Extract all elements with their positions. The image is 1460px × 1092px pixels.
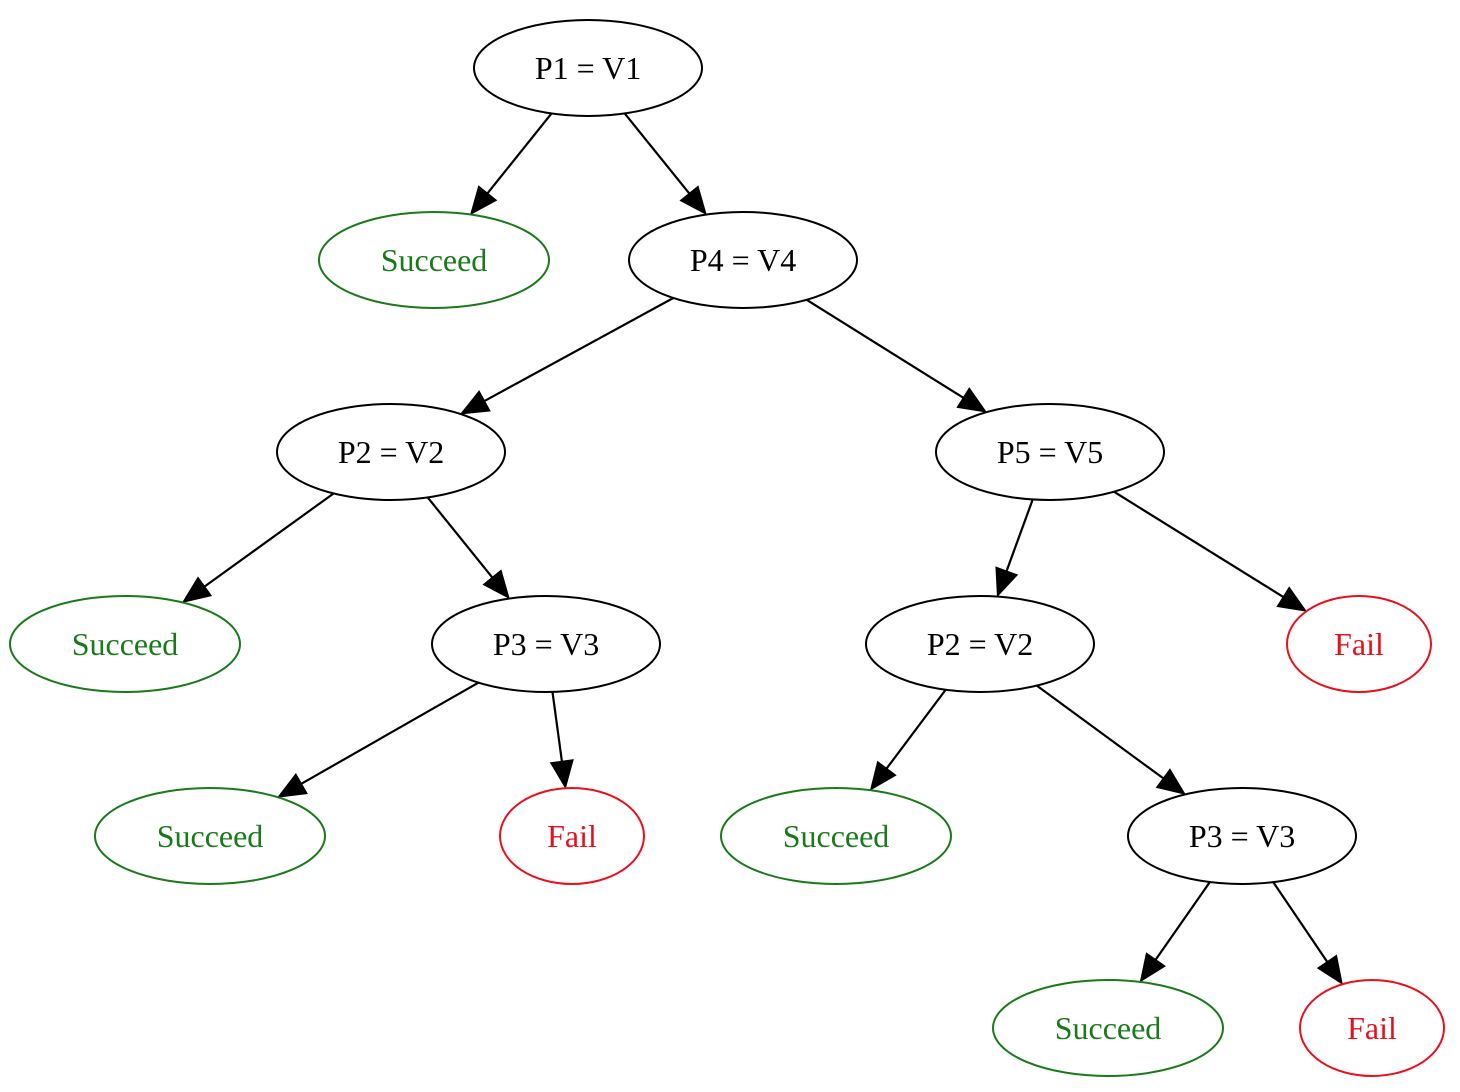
node-decision: P3 = V3 — [1127, 787, 1357, 885]
edge-line — [486, 112, 553, 195]
node-ellipse — [276, 403, 506, 501]
node-decision: P5 = V5 — [935, 403, 1165, 501]
edge-n7-n10 — [277, 681, 479, 798]
node-ellipse — [1286, 595, 1432, 693]
edge-line — [1113, 490, 1284, 598]
edge-line — [885, 689, 947, 770]
edge-n3-n5 — [806, 298, 988, 413]
node-succeed: Succeed — [720, 787, 952, 885]
node-label: P2 = V2 — [338, 434, 444, 470]
node-ellipse — [992, 979, 1224, 1077]
edge-line — [1154, 881, 1211, 961]
node-succeed: Succeed — [992, 979, 1224, 1077]
arrowhead-icon — [679, 185, 707, 216]
edge-n13-n15 — [1272, 881, 1343, 986]
edge-line — [623, 112, 691, 195]
edge-line — [1005, 499, 1034, 572]
arrowhead-icon — [869, 760, 897, 791]
edge-line — [551, 691, 563, 762]
arrowhead-icon — [469, 185, 498, 216]
edge-n13-n14 — [1139, 881, 1211, 983]
node-decision: P2 = V2 — [276, 403, 506, 501]
node-label: P3 = V3 — [1189, 818, 1295, 854]
node-succeed: Succeed — [94, 787, 326, 885]
node-ellipse — [431, 595, 661, 693]
node-label: Succeed — [381, 242, 488, 278]
node-ellipse — [473, 19, 703, 117]
node-ellipse — [318, 211, 550, 309]
node-fail: Fail — [499, 787, 645, 885]
edge-line — [806, 298, 965, 399]
arrowhead-icon — [549, 759, 574, 790]
node-decision: P4 = V4 — [628, 211, 858, 309]
edge-n7-n11 — [549, 691, 574, 790]
node-succeed: Succeed — [318, 211, 550, 309]
node-label: P4 = V4 — [690, 242, 796, 278]
node-ellipse — [499, 787, 645, 885]
edges-layer — [181, 112, 1343, 986]
node-label: Succeed — [783, 818, 890, 854]
node-label: Fail — [1334, 626, 1384, 662]
arrowhead-icon — [995, 566, 1019, 598]
edge-n3-n4 — [459, 297, 674, 415]
node-ellipse — [935, 403, 1165, 501]
arrowhead-icon — [1316, 954, 1343, 986]
arrowhead-icon — [482, 569, 510, 600]
edge-n5-n9 — [1113, 490, 1308, 612]
node-ellipse — [1299, 979, 1445, 1077]
arrowhead-icon — [956, 387, 988, 413]
edge-n5-n8 — [995, 499, 1034, 598]
edge-line — [483, 297, 674, 403]
edge-n1-n2 — [469, 112, 553, 216]
node-ellipse — [628, 211, 858, 309]
node-label: P2 = V2 — [927, 626, 1033, 662]
edge-line — [300, 681, 479, 785]
node-ellipse — [1127, 787, 1357, 885]
node-succeed: Succeed — [9, 595, 241, 693]
edge-n8-n13 — [1036, 684, 1186, 795]
node-label: Succeed — [1055, 1010, 1162, 1046]
node-decision: P2 = V2 — [865, 595, 1095, 693]
node-fail: Fail — [1286, 595, 1432, 693]
edge-line — [203, 492, 335, 588]
node-ellipse — [94, 787, 326, 885]
node-ellipse — [720, 787, 952, 885]
arrowhead-icon — [459, 390, 491, 415]
edge-line — [1036, 684, 1165, 780]
node-label: P3 = V3 — [493, 626, 599, 662]
arrowhead-icon — [1139, 952, 1166, 983]
node-label: Fail — [547, 818, 597, 854]
arrowhead-icon — [277, 772, 308, 798]
node-label: P1 = V1 — [535, 50, 641, 86]
node-decision: P1 = V1 — [473, 19, 703, 117]
edge-n4-n6 — [181, 492, 335, 603]
node-label: Fail — [1347, 1010, 1397, 1046]
arrowhead-icon — [1155, 768, 1186, 795]
node-decision: P3 = V3 — [431, 595, 661, 693]
edge-line — [1272, 881, 1329, 963]
node-fail: Fail — [1299, 979, 1445, 1077]
arrowhead-icon — [1276, 586, 1308, 612]
node-label: Succeed — [157, 818, 264, 854]
edge-n8-n12 — [869, 689, 947, 791]
node-ellipse — [865, 595, 1095, 693]
arrowhead-icon — [181, 576, 213, 603]
edge-line — [426, 496, 494, 579]
node-label: P5 = V5 — [997, 434, 1103, 470]
nodes-layer: P1 = V1 Succeed P4 = V4 P2 = V2 P5 = V5 Succe… — [9, 19, 1445, 1077]
edge-n4-n7 — [426, 496, 510, 600]
node-label: Succeed — [72, 626, 179, 662]
edge-n1-n3 — [623, 112, 707, 216]
node-ellipse — [9, 595, 241, 693]
